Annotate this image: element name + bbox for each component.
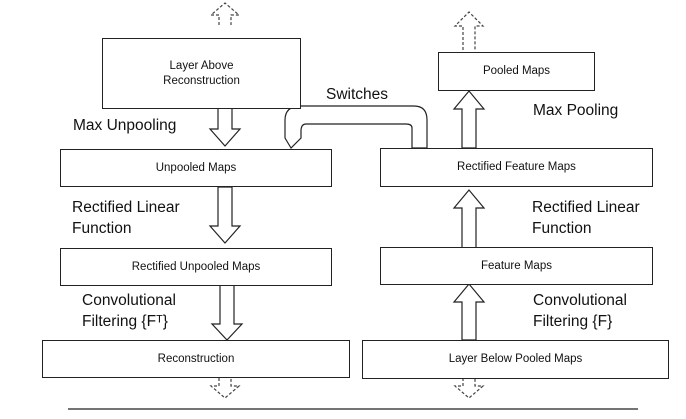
arrow-convolutional-right [452,283,486,341]
dashed-arrow-bottom-right [453,378,485,399]
unpooled-maps-box: Unpooled Maps [60,149,332,187]
feature-maps-box: Feature Maps [380,247,653,285]
dashed-arrow-bottom-left [209,378,241,399]
rectified-linear-function-left-label: Rectified Linear Function [72,199,180,237]
unpooled-maps-label: Unpooled Maps [155,161,237,174]
rectified-unpooled-maps-label: Rectified Unpooled Maps [131,260,261,273]
layer-below-pooled-maps-label: Layer Below Pooled Maps [448,353,583,365]
max-pooling-label: Max Pooling [533,102,619,119]
dashed-arrow-top-left [209,2,241,25]
reconstruction-label: Reconstruction [157,352,235,365]
arrow-rectified-linear-right [452,189,486,249]
layer-above-reconstruction-label: Layer Above Reconstruction [163,59,240,87]
feature-maps-label: Feature Maps [481,259,552,272]
max-unpooling-label: Max Unpooling [73,117,177,134]
arrow-max-pooling [452,90,486,149]
arrow-max-unpooling [208,107,242,147]
pooled-maps-box: Pooled Maps [438,52,595,91]
switches-bridge [284,105,428,149]
pooled-maps-label: Pooled Maps [482,65,551,77]
rectified-linear-function-right-label: Rectified Linear Function [532,199,640,237]
dashed-arrow-top-right [453,11,485,50]
convolutional-filtering-left-label: Convolutional Filtering {Fᵀ} [82,292,176,330]
convolutional-filtering-right-label: Convolutional Filtering {F} [533,292,627,330]
layer-above-reconstruction-box: Layer Above Reconstruction [102,38,301,109]
arrow-convolutional-left [210,284,244,341]
rectified-feature-maps-label: Rectified Feature Maps [457,161,576,173]
rectified-unpooled-maps-box: Rectified Unpooled Maps [60,248,332,286]
arrow-rectified-linear-left [208,186,242,244]
layer-below-pooled-maps-box: Layer Below Pooled Maps [362,340,669,379]
reconstruction-box: Reconstruction [42,340,350,378]
switches-label: Switches [326,86,389,103]
rectified-feature-maps-box: Rectified Feature Maps [380,148,653,187]
